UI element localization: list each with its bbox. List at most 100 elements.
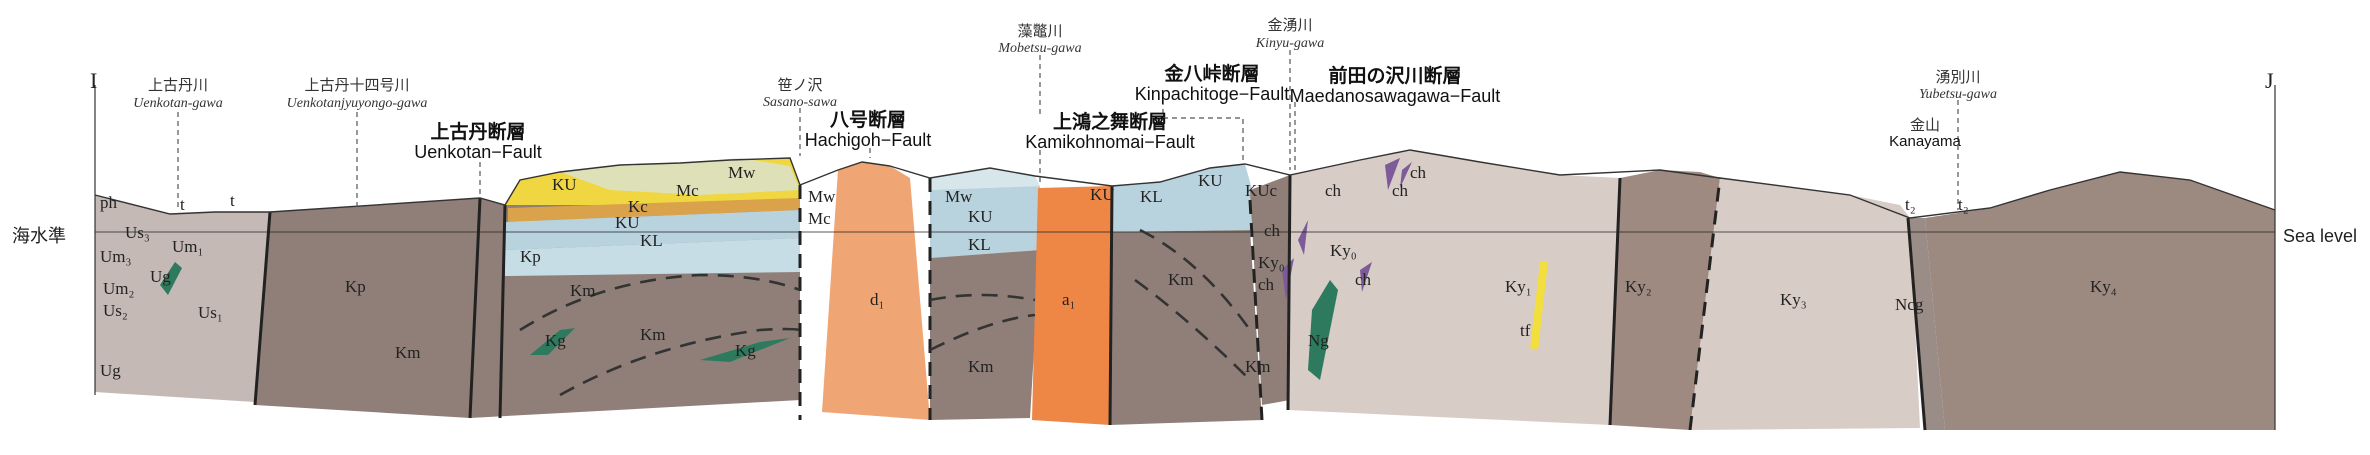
unit-a1-dike [1032,186,1112,425]
mountain-jp: 金山 [1910,116,1940,134]
ng-lens [1308,280,1338,380]
leader-kinpachitoge-fault [1162,100,1244,164]
label-ug-lower: Ug [100,361,121,380]
fault-maedanosawagawa-jp: 前田の沢川断層 [1328,64,1461,87]
sea-level-label-right: Sea level [2283,226,2357,246]
leader-lines [177,50,1959,210]
unit-us-belt [95,195,270,402]
fault-labels: 上古丹断層 Uenkotan−Fault 八号断層 Hachigoh−Fault… [414,62,1500,162]
label-mw-mid: Mw [808,187,836,206]
unit-ky1-west [1288,150,1620,425]
unit-labels: ph Us₃ Um₁ Um₃ Ug Um₂ Us₂ Us₁ Ug t t Kp … [100,163,2117,380]
ky1-ky2-contact-line [1608,177,1622,426]
label-a1: a₁ [1062,290,1075,309]
fault-uenkotan-jp: 上古丹断層 [430,120,525,143]
unit-km-east [930,250,1040,420]
river-kinyu-romaji: Kinyu-gawa [1255,36,1324,51]
ch-dike-4 [1400,162,1412,188]
label-t-2: t [230,191,235,210]
label-t-1: t [180,195,185,214]
river-labels: 上古丹川 Uenkotan-gawa 上古丹十四号川 Uenkotanjyuyo… [133,16,1997,111]
label-t2-1: t₂ [1905,195,1916,214]
ch-dike-3 [1385,158,1400,190]
unit-ku-belt [505,210,800,250]
section-end-right: J [2265,68,2274,93]
contact-1 [519,273,801,332]
label-mw-east: Mw [945,187,973,206]
label-km-west: Km [395,343,421,362]
label-ky1: Ky₁ [1505,277,1532,296]
fault-kamikohnomai-jp: 上鴻之舞断層 [1053,110,1167,133]
river-mobetsu-jp: 藻鼈川 [1017,22,1062,40]
maedanosawagawa-fault-line [1286,174,1292,411]
label-ku-kamikohnomai: KU [1090,185,1115,204]
unit-kp-west [255,198,480,418]
label-ku-west: KU [615,213,640,232]
ky2-ky3-contact-line [1688,177,1722,431]
fault-hachigoh-en: Hachigoh−Fault [805,130,932,150]
river-uenkotan-jp: 上古丹川 [148,76,208,94]
label-kp-east: Kp [520,247,541,266]
label-ch-3: ch [1410,163,1427,182]
fault-kamikohnomai-en: Kamikohnomai−Fault [1025,132,1195,152]
label-ch-6: ch [1355,270,1372,289]
label-kl-east: KL [968,235,991,254]
label-km-kinpachi: Km [1245,357,1271,376]
ground-surface [94,149,2276,219]
river-sasano-romaji: Sasano-sawa [763,95,837,110]
ch-dike-1 [1298,220,1308,255]
label-kg-2: Kg [735,341,756,360]
kamikohnomai-fault-line [1108,185,1114,426]
contact-3 [929,293,1036,302]
unit-ky4-block [1925,172,2275,430]
river-uenkotanjyuyongo-romaji: Uenkotanjyuyongo-gawa [287,96,428,111]
label-ch-2: ch [1325,181,1342,200]
label-ky0-west: Ky₀ [1258,253,1285,272]
label-ky4: Ky₄ [2090,277,2117,296]
label-ncg: Ncg [1895,295,1924,314]
label-ky3: Ky₃ [1780,290,1807,309]
label-kg-1: Kg [545,331,566,350]
river-kinyu-jp: 金湧川 [1267,16,1312,34]
label-ky0-east: Ky₀ [1330,241,1357,260]
fault-kinpachitoge-en: Kinpachitoge−Fault [1135,84,1290,104]
river-yubetsu-jp: 湧別川 [1935,68,1980,86]
label-km-central: Km [1168,270,1194,289]
kg-lens-1 [530,328,575,355]
tf-dike [1530,262,1548,350]
fault-kinpachitoge-jp: 金八峠断層 [1163,62,1259,85]
label-mc-west: Mc [676,181,699,200]
fold-contacts [519,228,1252,397]
label-t2-2: t₂ [1958,195,1969,214]
uenkotan-fault-line [468,197,482,419]
kg-lens-2 [700,338,790,362]
label-us2: Us₂ [103,301,128,320]
label-ug-upper: Ug [150,267,171,286]
label-us1: Us₁ [198,303,223,322]
contact-2 [559,327,801,397]
unit-d1-dike [822,162,930,420]
fault-uenkotan-en: Uenkotan−Fault [414,142,542,162]
label-um2: Um₂ [103,279,134,298]
label-kuc: KUc [1245,181,1278,200]
ug-lens [160,262,182,295]
label-ku-central: KU [1198,171,1223,190]
label-ky2: Ky₂ [1625,277,1652,296]
label-km-1: Km [570,281,596,300]
unit-ku-east [930,186,1040,258]
label-kl-west: KL [640,231,663,250]
label-d1: d₁ [870,290,884,309]
unit-ncg-band [1908,218,1945,430]
unit-ky2-band [1610,170,1720,430]
label-ch-1: ch [1264,221,1281,240]
west-fault-line [253,211,272,406]
river-uenkotanjyuyongo-jp: 上古丹十四号川 [304,76,409,94]
label-ng: Ng [1308,331,1329,350]
contact-4 [929,313,1036,352]
label-ch-4: ch [1392,181,1409,200]
label-kc: Kc [628,197,648,216]
label-mc-mid: Mc [808,209,831,228]
fault-maedanosawagawa-en: Maedanosawagawa−Fault [1290,86,1501,106]
unit-km-central [1110,230,1262,425]
ncg-fault-line [1906,217,1927,431]
